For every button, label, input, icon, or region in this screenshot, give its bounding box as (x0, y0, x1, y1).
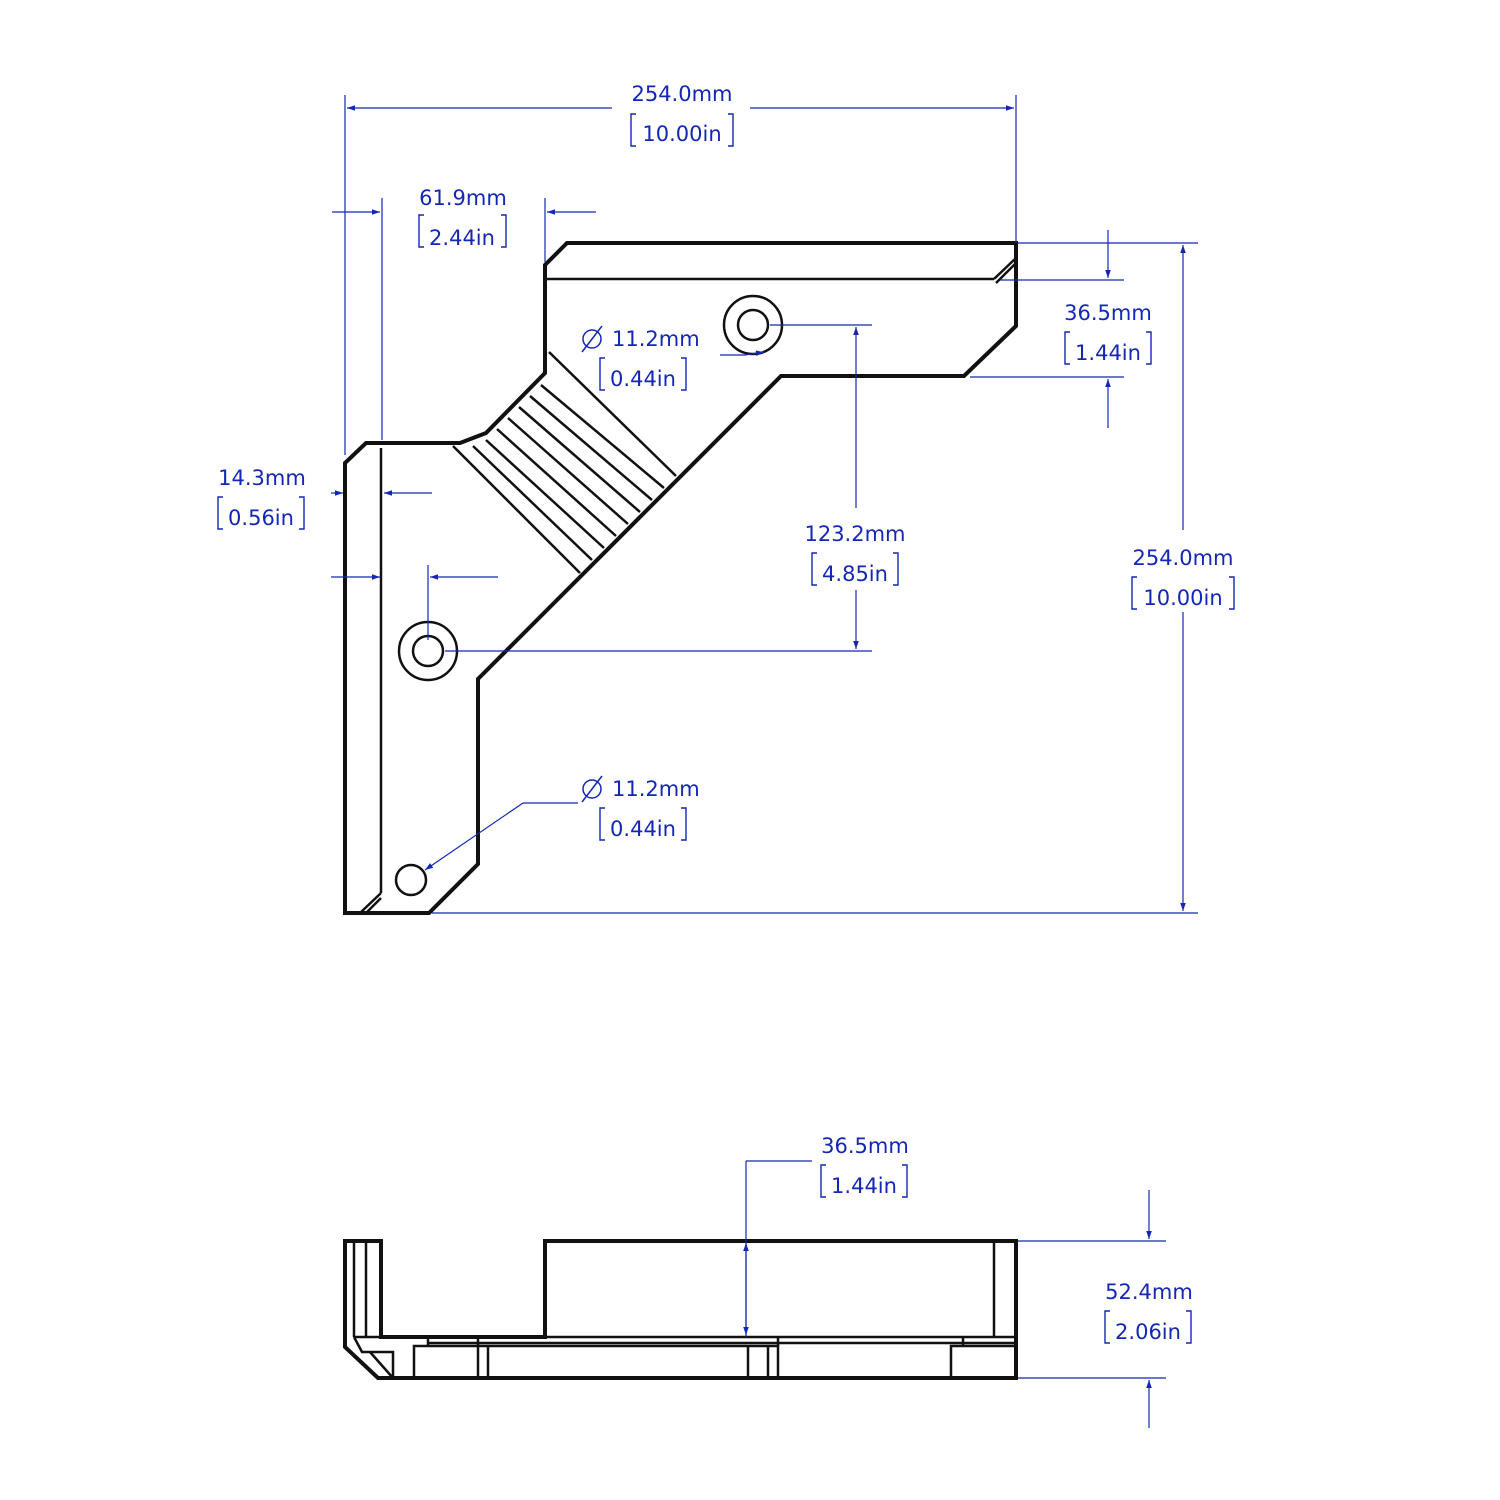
diameter-symbol-icon (581, 775, 603, 803)
dim-left-flange-thickness-in: 0.56in (228, 506, 294, 530)
rib-lines (452, 351, 677, 574)
dim-side-total-height: 52.4mm 2.06in (1018, 1190, 1193, 1428)
top-flange-chamfer-2 (995, 262, 1017, 284)
dim-overall-height-in: 10.00in (1143, 586, 1222, 610)
dim-overall-height: 254.0mm 10.00in (432, 242, 1235, 914)
dim-hole-spacing: 123.2mm 4.85in (445, 324, 906, 652)
dim-hole-spacing-mm: 123.2mm (804, 522, 905, 546)
diameter-symbol-icon (581, 325, 603, 353)
dim-overall-width-in: 10.00in (642, 122, 721, 146)
left-flange-chamfer (359, 892, 382, 914)
dim-side-arm-depth-mm: 36.5mm (821, 1134, 909, 1158)
bracket-outline (343, 241, 1018, 915)
dim-flange-offset-mm: 61.9mm (419, 186, 507, 210)
dim-flange-offset: 61.9mm 2.44in (332, 186, 596, 440)
top-flange-chamfer (993, 257, 1017, 280)
dim-hole-diameter-upper-mm: 11.2mm (612, 327, 700, 351)
dim-top-arm-height-in: 1.44in (1075, 341, 1141, 365)
dim-hole-diameter-upper-in: 0.44in (610, 367, 676, 391)
top-view-bracket (343, 241, 1018, 915)
side-outline (343, 1239, 1018, 1380)
dim-hole-diameter-lower-in: 0.44in (610, 817, 676, 841)
left-flange-chamfer-2 (365, 897, 382, 914)
dim-hole-diameter-upper: 11.2mm 0.44in (581, 325, 765, 391)
dim-left-flange-thickness: 14.3mm 0.56in (217, 466, 498, 640)
dim-flange-offset-in: 2.44in (429, 226, 495, 250)
dim-hole-spacing-in: 4.85in (822, 562, 888, 586)
lower-hole (394, 863, 428, 897)
side-view-bracket (343, 1239, 1018, 1380)
dim-left-flange-thickness-mm: 14.3mm (218, 466, 306, 490)
dim-side-arm-depth-in: 1.44in (831, 1174, 897, 1198)
dim-top-arm-height-mm: 36.5mm (1064, 301, 1152, 325)
dim-side-total-height-mm: 52.4mm (1105, 1280, 1193, 1304)
dim-side-arm-depth: 36.5mm 1.44in (743, 1134, 909, 1337)
dim-hole-diameter-lower: 11.2mm 0.44in (424, 775, 700, 871)
dim-overall-height-mm: 254.0mm (1132, 546, 1233, 570)
dim-side-total-height-in: 2.06in (1115, 1320, 1181, 1344)
dim-hole-diameter-lower-mm: 11.2mm (612, 777, 700, 801)
dim-overall-width-mm: 254.0mm (631, 82, 732, 106)
dim-overall-width: 254.0mm 10.00in (344, 82, 1017, 455)
dim-top-arm-height: 36.5mm 1.44in (970, 230, 1152, 428)
